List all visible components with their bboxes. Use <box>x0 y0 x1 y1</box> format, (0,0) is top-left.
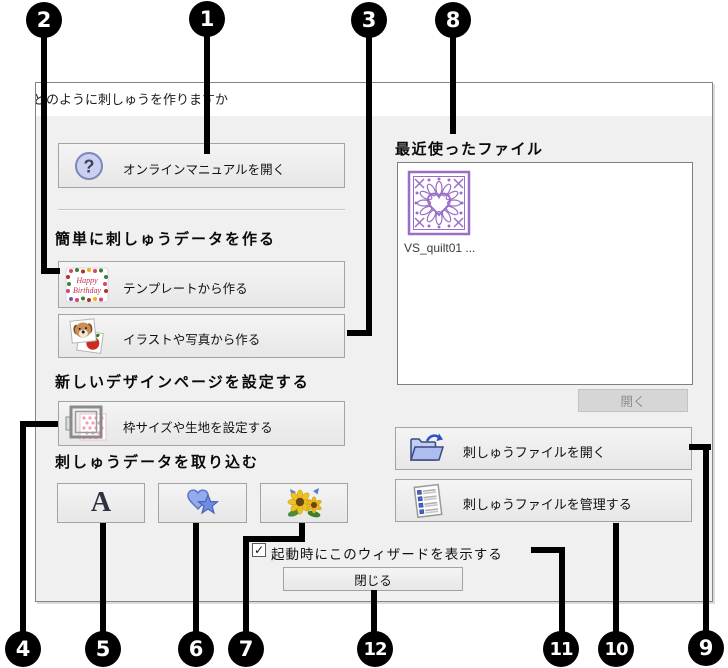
close-button-label: 閉じる <box>354 573 392 588</box>
callout-badge-12: 12 <box>357 631 393 667</box>
callout-badge-2: 2 <box>26 2 62 38</box>
callout-badge-11: 11 <box>543 631 579 667</box>
create-from-illustration-button[interactable]: イラストや写真から作る <box>58 314 345 358</box>
letter-a-icon: A <box>90 487 112 518</box>
show-wizard-checkbox-label: 起動時にこのウィザードを表示する <box>271 547 503 562</box>
dialog-title: どのように刺しゅうを作りますか <box>35 92 229 107</box>
photos-icon <box>67 318 107 356</box>
show-wizard-checkbox[interactable]: ✓ <box>252 543 266 557</box>
template-card-icon: Happy Birthday <box>65 267 109 303</box>
create-from-template-label: テンプレートから作る <box>123 282 248 296</box>
callout-line-11-v <box>559 547 565 634</box>
recent-file-name: VS_quilt01 ... <box>404 241 476 255</box>
open-folder-icon <box>407 432 447 466</box>
create-from-template-button[interactable]: Happy Birthday テンプレートから作る <box>58 261 345 308</box>
callout-line-8 <box>450 34 456 134</box>
close-button[interactable]: 閉じる <box>283 567 463 591</box>
recent-files-list[interactable]: VS_quilt01 ... <box>397 162 693 385</box>
svg-text:Happy: Happy <box>75 276 98 285</box>
callout-badge-10: 10 <box>598 631 634 667</box>
import-text-button[interactable]: A <box>57 483 145 523</box>
check-icon: ✓ <box>253 543 265 557</box>
callout-line-12 <box>371 590 377 634</box>
callout-badge-1: 1 <box>189 1 225 37</box>
set-hoop-fabric-label: 枠サイズや生地を設定する <box>123 421 273 435</box>
callout-badge-9: 9 <box>688 630 724 666</box>
callout-badge-4: 4 <box>5 631 41 667</box>
callout-badge-5: 5 <box>85 631 121 667</box>
title-bar: どのように刺しゅうを作りますか <box>36 83 712 116</box>
recent-file-thumbnail[interactable] <box>407 170 471 236</box>
callout-line-6 <box>193 523 199 634</box>
sunflower-icon <box>284 487 324 519</box>
callout-line-1 <box>204 34 210 154</box>
callout-line-10 <box>613 523 619 634</box>
callout-line-2-v <box>41 34 47 274</box>
separator <box>58 209 345 211</box>
svg-text:Birthday: Birthday <box>73 286 101 295</box>
callout-line-5 <box>100 523 106 634</box>
callout-badge-3: 3 <box>351 2 387 38</box>
open-embroidery-file-button[interactable]: 刺しゅうファイルを開く <box>395 427 692 470</box>
import-shapes-button[interactable] <box>158 483 247 523</box>
open-recent-label: 開く <box>620 395 646 409</box>
section-heading-design-page: 新しいデザインページを設定する <box>55 374 310 391</box>
file-list-icon <box>409 483 445 519</box>
callout-line-7-h <box>243 536 305 542</box>
import-embroidery-design-button[interactable] <box>260 483 348 523</box>
section-heading-easy-create: 簡単に刺しゅうデータを作る <box>55 231 277 248</box>
create-from-illustration-label: イラストや写真から作る <box>123 333 261 347</box>
manage-embroidery-files-button[interactable]: 刺しゅうファイルを管理する <box>395 479 692 522</box>
question-icon: ? <box>74 151 104 181</box>
callout-line-2-h <box>41 268 60 274</box>
callout-line-9-h <box>689 444 711 450</box>
callout-line-4-v <box>20 421 26 634</box>
open-embroidery-file-label: 刺しゅうファイルを開く <box>463 445 606 460</box>
callout-line-7-v2 <box>243 536 249 634</box>
callout-badge-7: 7 <box>228 631 264 667</box>
recent-files-heading: 最近使ったファイル <box>395 141 544 158</box>
callout-badge-8: 8 <box>435 2 471 38</box>
hoop-icon <box>64 404 110 444</box>
callout-line-9-v <box>703 444 709 632</box>
set-hoop-fabric-button[interactable]: 枠サイズや生地を設定する <box>58 401 345 446</box>
manage-embroidery-files-label: 刺しゅうファイルを管理する <box>463 497 632 512</box>
callout-line-4-h <box>20 421 58 427</box>
callout-line-3-v <box>366 34 372 336</box>
section-heading-import: 刺しゅうデータを取り込む <box>55 454 260 471</box>
floral-border <box>66 268 108 302</box>
heart-star-icon <box>185 488 221 518</box>
open-online-manual-button[interactable]: ? オンラインマニュアルを開く <box>58 143 345 188</box>
svg-text:?: ? <box>84 157 95 177</box>
callout-line-11-h <box>531 547 565 553</box>
open-recent-button[interactable]: 開く <box>578 389 688 412</box>
startup-wizard-dialog: どのように刺しゅうを作りますか ? オンラインマニュアルを開く 簡単に刺しゅうデ… <box>35 82 713 602</box>
callout-line-3-h <box>347 330 372 336</box>
open-online-manual-label: オンラインマニュアルを開く <box>123 163 286 177</box>
callout-badge-6: 6 <box>178 631 214 667</box>
callout-line-7-v1 <box>299 523 305 542</box>
